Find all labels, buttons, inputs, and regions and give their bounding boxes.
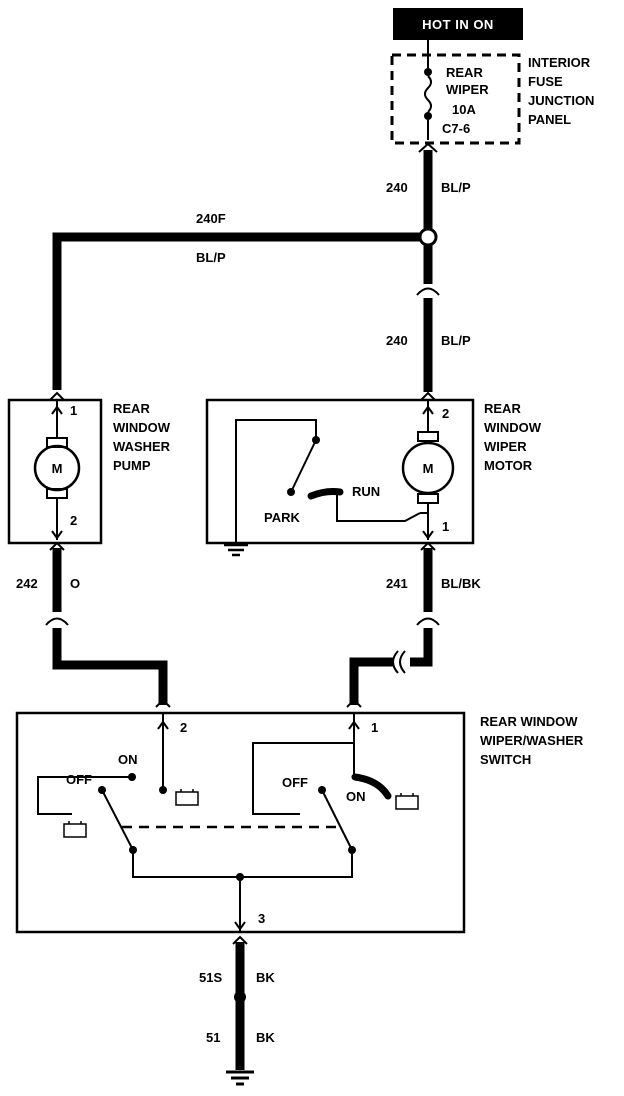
wiper-pin-bottom: 1 bbox=[442, 519, 449, 534]
switch-pin-left: 2 bbox=[180, 720, 187, 735]
wiper-label-line4: MOTOR bbox=[484, 458, 533, 473]
wiper-label-line3: WIPER bbox=[484, 439, 527, 454]
w240f-color: BL/P bbox=[196, 250, 226, 265]
w51-color: BK bbox=[256, 1030, 275, 1045]
fuse-rating: 10A bbox=[452, 102, 476, 117]
w240-top-circuit: 240 bbox=[386, 180, 408, 195]
panel-label-line2: FUSE bbox=[528, 74, 563, 89]
motor-ground-icon bbox=[224, 543, 248, 557]
w241-circuit: 241 bbox=[386, 576, 408, 591]
battery-icon bbox=[63, 821, 87, 838]
ground-icon bbox=[226, 1070, 254, 1086]
panel-label-line3: JUNCTION bbox=[528, 93, 594, 108]
w242-color: O bbox=[70, 576, 80, 591]
switch-label-line1: REAR WINDOW bbox=[480, 714, 578, 729]
fuse-name-line2: WIPER bbox=[446, 82, 489, 97]
wiper-label-line1: REAR bbox=[484, 401, 521, 416]
switch-label-line2: WIPER/WASHER bbox=[480, 733, 584, 748]
fuse-name-line1: REAR bbox=[446, 65, 483, 80]
hot-in-on-label: HOT IN ON bbox=[422, 17, 494, 32]
wiper-pin-top: 2 bbox=[442, 406, 449, 421]
run-contact bbox=[307, 488, 344, 500]
w51s-circuit: 51S bbox=[199, 970, 222, 985]
wiper-washer-switch: 2 1 ON OFF OFF ON bbox=[15, 711, 584, 934]
wiper-motor: M 2 1 PARK RUN REAR WINDOW WIPER MOTOR bbox=[205, 391, 542, 557]
w240-mid-color: BL/P bbox=[441, 333, 471, 348]
switch-pin-bottom: 3 bbox=[258, 911, 265, 926]
w240-mid-circuit: 240 bbox=[386, 333, 408, 348]
washer-label-line3: WASHER bbox=[113, 439, 171, 454]
wiper-label-line2: WINDOW bbox=[484, 420, 542, 435]
on-contact bbox=[351, 773, 392, 800]
w240f-circuit: 240F bbox=[196, 211, 226, 226]
washer-pin-bottom: 2 bbox=[70, 513, 77, 528]
wiper-motor-symbol: M bbox=[423, 461, 434, 476]
w51s-color: BK bbox=[256, 970, 275, 985]
splice-240f bbox=[418, 227, 438, 247]
connector-chevron-icon bbox=[418, 142, 438, 153]
washer-label-line2: WINDOW bbox=[113, 420, 171, 435]
panel-label-line4: PANEL bbox=[528, 112, 571, 127]
run-label: RUN bbox=[352, 484, 380, 499]
connector-c-icon bbox=[416, 287, 440, 296]
fuse-icon bbox=[424, 75, 432, 113]
battery-icon bbox=[395, 793, 419, 810]
harness-wires bbox=[45, 142, 440, 1086]
park-label: PARK bbox=[264, 510, 300, 525]
switch-left-on: ON bbox=[118, 752, 138, 767]
w240-top-color: BL/P bbox=[441, 180, 471, 195]
washer-motor-symbol: M bbox=[52, 461, 63, 476]
wire-labels: 240 BL/P 240F BL/P 240 BL/P 242 O 241 BL… bbox=[16, 180, 481, 1045]
w241-color: BL/BK bbox=[441, 576, 481, 591]
connector-241-icon bbox=[416, 617, 440, 626]
washer-pin-top: 1 bbox=[70, 403, 77, 418]
fuse-connector: C7-6 bbox=[442, 121, 470, 136]
washer-label-line1: REAR bbox=[113, 401, 150, 416]
switch-right-off: OFF bbox=[282, 775, 308, 790]
washer-label-line4: PUMP bbox=[113, 458, 151, 473]
switch-left-off: OFF bbox=[66, 772, 92, 787]
panel-label-line1: INTERIOR bbox=[528, 55, 591, 70]
switch-label-line3: SWITCH bbox=[480, 752, 531, 767]
switch-right-on: ON bbox=[346, 789, 366, 804]
fuse-panel: REAR WIPER 10A C7-6 INTERIOR FUSE JUNCTI… bbox=[390, 40, 594, 145]
washer-pump: M 1 2 REAR WINDOW WASHER PUMP bbox=[7, 391, 171, 551]
connector-242-icon bbox=[45, 617, 69, 626]
w51-circuit: 51 bbox=[206, 1030, 220, 1045]
battery-icon bbox=[175, 789, 199, 806]
hot-in-on-banner: HOT IN ON bbox=[393, 8, 523, 40]
switch-pin-right: 1 bbox=[371, 720, 378, 735]
splice-51 bbox=[234, 991, 246, 1003]
w242-circuit: 242 bbox=[16, 576, 38, 591]
